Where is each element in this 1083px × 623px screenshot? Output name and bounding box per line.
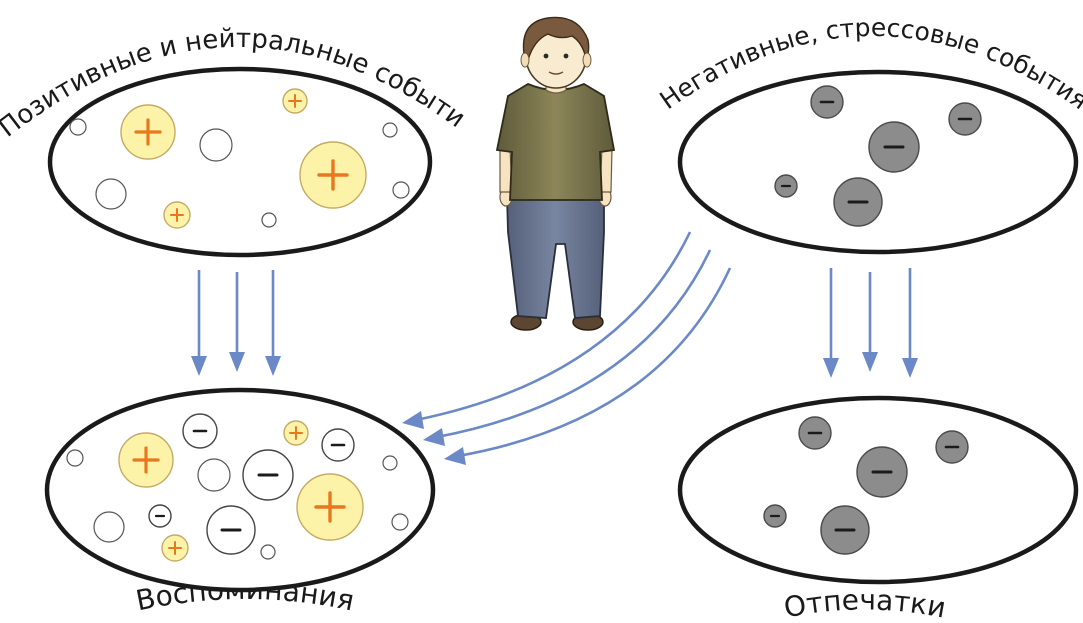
plus-circle-icon (163, 201, 191, 229)
plus-circle-icon (296, 473, 364, 541)
positive-events-contents (69, 88, 410, 229)
down-arrow-icon (191, 270, 207, 376)
minus-circle-icon (206, 505, 256, 555)
empty-circle-icon (391, 513, 409, 531)
empty-circle-icon (66, 449, 84, 467)
negative-to-memories-arrows (402, 231, 732, 465)
plus-circle-icon (118, 432, 174, 488)
minus-circle-icon (242, 449, 294, 501)
empty-circle-icon (392, 181, 410, 199)
positive-events-ellipse (47, 66, 433, 258)
empty-circle-icon (199, 128, 233, 162)
minus-circle-icon (798, 416, 832, 450)
positive-to-memories-arrows (191, 270, 281, 376)
minus-circle-icon (321, 428, 355, 462)
down-arrow-icon (902, 268, 918, 378)
empty-circle-icon (93, 511, 125, 543)
down-arrow-icon (823, 268, 839, 378)
minus-circle-icon (763, 504, 787, 528)
negative-events-contents (774, 85, 982, 227)
plus-circle-icon (299, 141, 367, 209)
plus-circle-icon (282, 88, 308, 114)
empty-circle-icon (95, 178, 127, 210)
down-arrow-icon (229, 272, 245, 372)
minus-circle-icon (820, 505, 870, 555)
curved-arrow-icon (423, 249, 712, 446)
memories-ellipse (44, 387, 436, 593)
empty-circle-icon (260, 544, 276, 560)
minus-circle-icon (774, 174, 798, 198)
minus-circle-icon (948, 102, 982, 136)
down-arrow-icon (862, 272, 878, 372)
minus-circle-icon (833, 177, 883, 227)
empty-circle-icon (382, 455, 398, 471)
imprints-contents (763, 416, 969, 555)
plus-circle-icon (161, 534, 189, 562)
empty-circle-icon (197, 458, 231, 492)
plus-circle-icon (283, 420, 309, 446)
minus-circle-icon (868, 121, 920, 173)
imprints-label: Отпечатки (781, 583, 948, 623)
down-arrow-icon (265, 270, 281, 376)
minus-circle-icon (810, 85, 844, 119)
memories-contents (66, 413, 409, 562)
minus-circle-icon (148, 504, 172, 528)
empty-circle-icon (382, 122, 398, 138)
minus-circle-icon (856, 446, 908, 498)
empty-circle-icon (69, 118, 87, 136)
empty-circle-icon (261, 212, 277, 228)
plus-circle-icon (120, 104, 176, 160)
minus-circle-icon (182, 413, 218, 449)
person-figure-icon (495, 16, 616, 331)
curved-arrow-icon (444, 267, 732, 465)
curved-arrow-icon (402, 231, 692, 429)
negative-to-imprints-arrows (823, 268, 918, 378)
minus-circle-icon (935, 430, 969, 464)
